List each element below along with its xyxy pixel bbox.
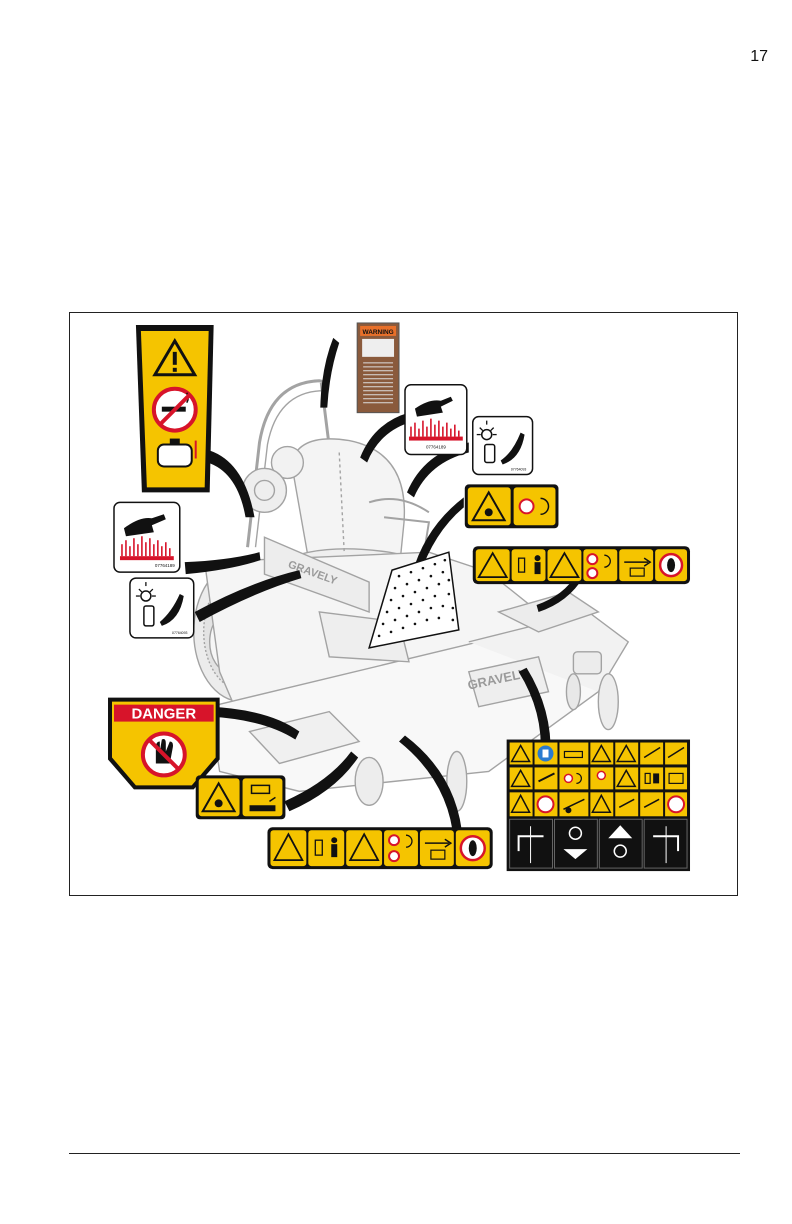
hand-blade-decal-left: 07764189 [114,502,180,572]
no-passengers-icon [538,796,554,812]
no-riders-icon [520,499,534,513]
leader-hand-decal-upper [360,413,409,463]
hand-blade-decal-upper: 07764189 [405,385,467,455]
burn-decal-upper-part-number: 07764093 [511,467,527,471]
burn-decal-left: 07764093 [130,578,194,638]
hand-decal-upper-part-number: 07764189 [426,445,446,450]
burn-decal-upper: 07764093 [473,417,533,475]
safety-decal-location-figure: GRAVELY GRAVELY WARNIN [69,312,738,896]
control-decal-row-3 [510,792,687,816]
figure-svg: GRAVELY GRAVELY WARNIN [70,313,737,895]
foot-pedal-decal [196,775,286,819]
control-decal-row-2 [510,767,687,789]
leader-warning-decal [320,338,339,408]
hand-decal-left-part-number: 07764189 [155,563,175,568]
deck-step-decal [465,484,559,528]
no-riders-icon [587,554,597,564]
operator-control-panel-decal [507,740,690,872]
footer-rule [69,1153,740,1154]
page-number: 17 [750,48,768,66]
fuel-tank-icon [158,445,192,467]
danger-decal-header: DANGER [131,706,196,723]
deck-safety-row-decal [473,546,690,584]
warning-decal: WARNING [357,323,399,413]
no-riders-icon [389,835,399,845]
warning-decal-header: WARNING [362,329,393,336]
control-decal-row-1 [510,743,687,765]
fuel-no-smoking-decal [136,325,214,492]
burn-decal-left-part-number: 07764093 [172,631,188,635]
bottom-safety-row-decal [267,827,492,869]
